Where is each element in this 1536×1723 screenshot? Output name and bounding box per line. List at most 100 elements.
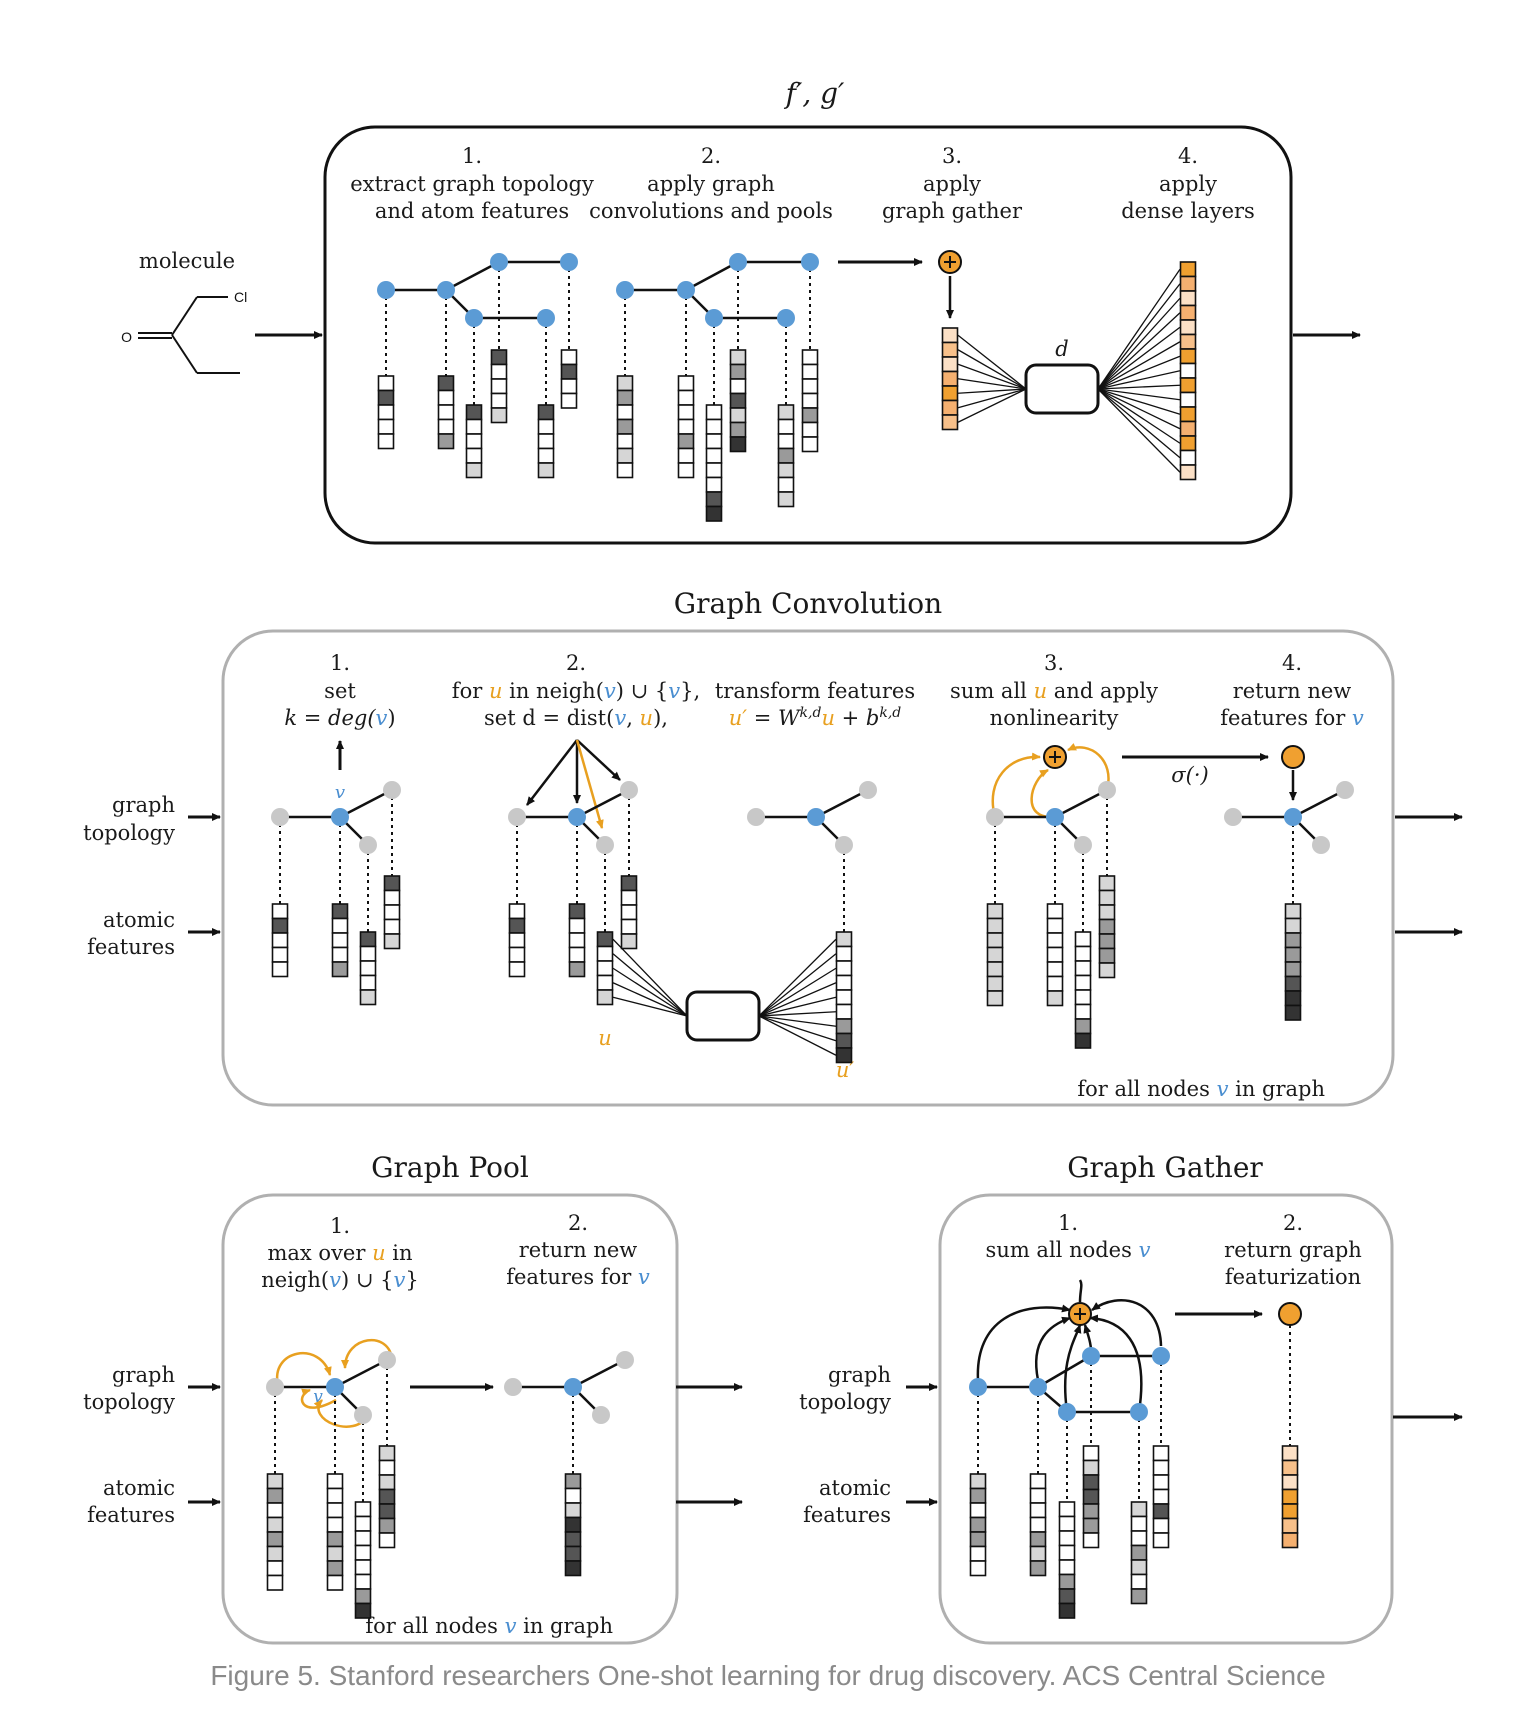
conv-graph-4 [986,743,1116,932]
conv-step-1: 1. set k = deg(v) [284,651,395,730]
conv-v-label: v [335,782,345,803]
conv-step-3: 3. sum all u and apply nonlinearity [950,651,1158,730]
top-step-1-number: 1. [462,144,482,168]
atom-node [1058,1403,1076,1421]
atom-node [437,281,455,299]
neighbor-node [271,808,289,826]
conv-step-4-number: 4. [1282,651,1302,675]
gather-step-1-number: 1. [1058,1211,1078,1235]
gather-frame [938,1193,1394,1645]
atom-node [969,1378,987,1396]
feature-vector [331,903,349,978]
neighbor-node [1074,836,1092,854]
conv-topo-label-2: topology [83,821,175,845]
gather-step-1-line1: sum all nodes v [986,1238,1151,1262]
chlorine-label: Cl [234,289,247,305]
conv-graph-3 [747,781,877,932]
conv-step-2: 2. for u in neigh(v) ∪ {v}, set d = dist… [452,651,700,730]
top-step-2-number: 2. [701,144,721,168]
top-sum-plus-icon [944,256,956,268]
top-step-3-line2: graph gather [882,199,1023,223]
conv-u-label: u [598,1026,612,1050]
conv-result-node [1281,745,1305,769]
gather-result-vector [1281,1445,1299,1549]
top-output-vector [1179,261,1197,481]
pool-graph-1: v [266,1338,396,1502]
top-fan-left-lines [957,334,1027,423]
conv-step-4: 4. return new features for v [1220,651,1364,730]
pool-footer: for all nodes v in graph [365,1614,613,1638]
conv-fan-left-lines [612,938,688,1017]
pool-step-1-line2: neigh(v) ∪ {v} [261,1268,418,1292]
feature-vector [378,1445,396,1549]
pool-step-2-line2: features for v [506,1265,650,1289]
atom-node [729,253,747,271]
conv-transform-formula: u′ = Wk,du + bk,d [729,705,902,730]
feature-vector [560,349,578,409]
feature-vector [729,349,747,453]
feature-vector [354,1501,372,1619]
pool-topo-label-1: graph [112,1363,175,1387]
atom-node [1130,1403,1148,1421]
center-node [807,808,825,826]
top-step-4-number: 4. [1178,144,1198,168]
atom-node [1152,1347,1170,1365]
feature-vectors [266,261,1302,1619]
neighbor-node [266,1378,284,1396]
conv-step-3-line2: nonlinearity [990,706,1119,730]
atom-node [1029,1378,1047,1396]
pool-step-1: 1. max over u in neigh(v) ∪ {v} [261,1214,418,1292]
center-node [1046,808,1064,826]
pool-step-2: 2. return new features for v [506,1211,650,1289]
molecule-label: molecule [139,249,235,273]
neighbor-node [1312,836,1330,854]
feature-vector [986,903,1004,1007]
top-step-2: 2. apply graph convolutions and pools [589,144,833,223]
conv-step-1-line2: k = deg(v) [284,706,395,730]
gather-feat-label-1: atomic [819,1476,891,1500]
feature-vector [1152,1445,1170,1549]
top-step-4: 4. apply dense layers [1121,144,1255,223]
conv-footer: for all nodes v in graph [1077,1077,1325,1101]
neighbor-node [359,836,377,854]
top-step-4-line2: dense layers [1121,199,1255,223]
pool-step-2-line1: return new [519,1238,638,1262]
top-graph-1-dots [385,262,570,405]
neighbor-node [835,836,853,854]
feature-vector [1029,1473,1047,1577]
pool-feat-label-1: atomic [103,1476,175,1500]
conv-uprime-label: u′ [836,1058,855,1082]
atom-node [616,281,634,299]
feature-vector [465,404,483,479]
oxygen-label: O [121,329,132,345]
conv-step-3-number: 3. [1044,651,1064,675]
top-d-label: d [1055,337,1068,361]
conv-step-2-line1: for u in neigh(v) ∪ {v}, [452,679,700,703]
top-step-3-line1: apply [923,172,981,196]
pool-feat-label-2: features [87,1503,175,1527]
feature-vector [677,375,695,479]
center-node [1284,808,1302,826]
neighbor-node [354,1406,372,1424]
conv-step-1-number: 1. [330,651,350,675]
conv-topo-label-1: graph [112,793,175,817]
gather-graph [969,1279,1170,1502]
gather-step-2: 2. return graph featurization [1224,1211,1362,1289]
conv-graph-5 [1224,745,1354,904]
conv-transform-label: transform features u′ = Wk,du + bk,d [715,679,915,730]
conv-step-2-line2: set d = dist(v, u), [484,706,668,730]
conv-step-4-line1: return new [1233,679,1352,703]
pool-v-label: v [313,1387,323,1407]
conv-graph-1 [271,781,401,932]
neighbor-node [596,836,614,854]
feature-vector [326,1473,344,1591]
pool-step-2-number: 2. [568,1211,588,1235]
top-gather-vector [941,327,959,431]
neighbor-node [378,1351,396,1369]
conv-transform-line1: transform features [715,679,915,703]
neighbor-node [859,781,877,799]
atom-node [777,309,795,327]
gather-result-node [1278,1302,1302,1326]
top-graph-2-nodes [616,253,819,327]
